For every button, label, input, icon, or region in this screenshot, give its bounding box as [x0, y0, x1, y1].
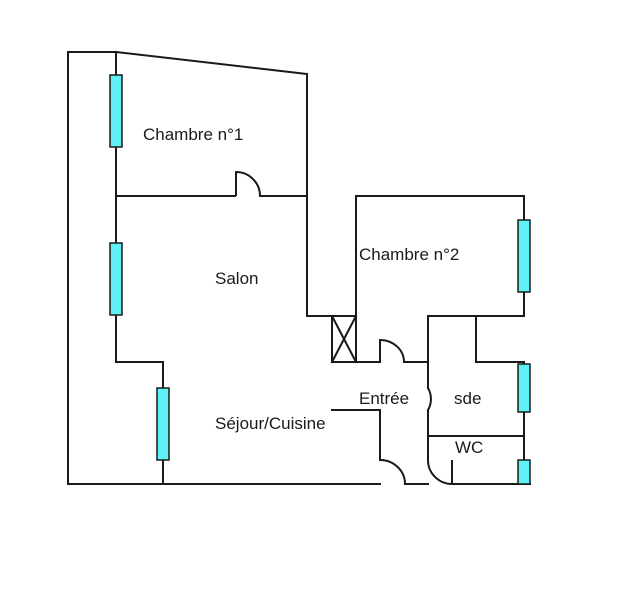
label-chambre1: Chambre n°1 — [143, 125, 243, 144]
label-sde: sde — [454, 389, 481, 408]
window-chambre2 — [517, 219, 531, 293]
door-sde-arc — [427, 387, 432, 411]
label-salon: Salon — [215, 269, 258, 288]
chambre1-top-wall — [114, 50, 309, 76]
label-wc: WC — [455, 438, 483, 457]
door-chambre2-arc — [379, 338, 405, 363]
door-entree-arc — [379, 459, 406, 485]
window-chambre1 — [109, 74, 123, 148]
door-wc-arc — [427, 459, 453, 486]
room-labels: Chambre n°1 Salon Séjour/Cuisine Chambre… — [143, 125, 483, 457]
windows — [109, 74, 531, 485]
ventilation-shaft — [330, 314, 358, 364]
label-chambre2: Chambre n°2 — [359, 245, 459, 264]
walls — [67, 50, 531, 485]
label-sejour: Séjour/Cuisine — [215, 414, 326, 433]
window-sejour — [156, 387, 170, 461]
window-wc — [517, 459, 531, 485]
window-sde — [517, 363, 531, 413]
label-entree: Entrée — [359, 389, 409, 408]
window-salon — [109, 242, 123, 316]
door-chambre1-arc — [235, 170, 261, 197]
doors — [235, 170, 453, 486]
shaft-cross-b — [330, 314, 358, 364]
